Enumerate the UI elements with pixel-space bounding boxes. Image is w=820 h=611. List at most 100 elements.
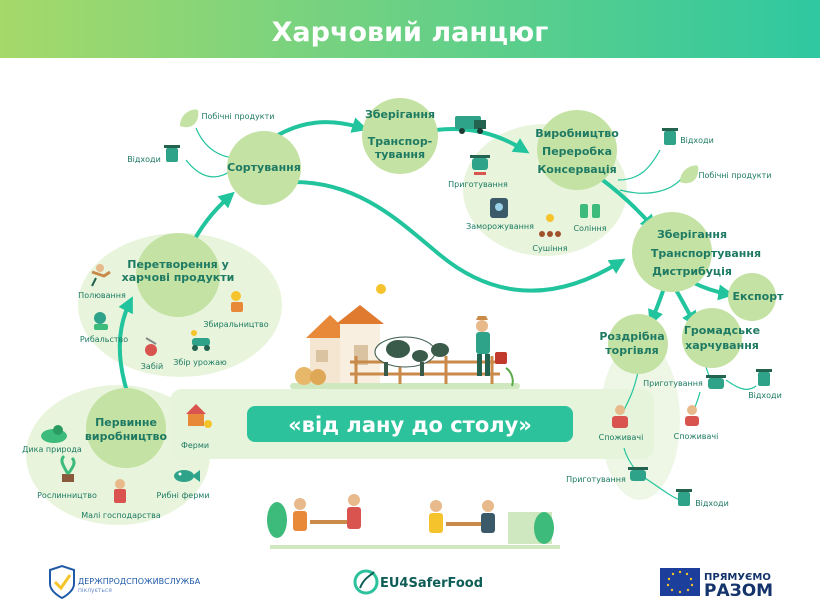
consumer-icon-4 <box>347 494 361 529</box>
arrow-to-export <box>690 280 735 301</box>
plant-growing-icon <box>60 454 76 482</box>
node-sorting-circle <box>227 131 301 205</box>
node-production-line3: Консервація <box>537 163 616 176</box>
shield-check-icon <box>49 564 75 600</box>
connectors <box>185 127 757 501</box>
label-fish-farms: Рибні ферми <box>156 491 209 500</box>
node-primary-circle <box>86 388 166 468</box>
node-storage1-line1: Зберігання <box>365 108 435 121</box>
node-production-line2: Переробка <box>542 145 612 158</box>
node-storage2-circle <box>632 212 712 292</box>
label-waste-2: Відходи <box>680 136 714 145</box>
label-hunting: Полювання <box>78 291 126 300</box>
node-storage1-line2: Транспор- <box>368 135 433 148</box>
node-export-line1: Експорт <box>733 290 785 303</box>
node-export-circle <box>728 273 776 321</box>
label-fishing: Рибальство <box>80 335 128 344</box>
eu4saferfood-logo-icon <box>353 569 379 595</box>
connector-cooking2-waste3 <box>725 379 757 390</box>
truck-icon <box>455 116 486 134</box>
nodes: Первинне виробництво Перетворення у харч… <box>85 98 784 468</box>
slaughter-icon <box>145 337 157 356</box>
node-primary-line2: виробництво <box>85 430 168 443</box>
slogan-pill <box>247 406 573 442</box>
label-salting: Соління <box>573 224 606 233</box>
label-waste-4: Відходи <box>695 499 729 508</box>
node-catering-line2: харчування <box>685 339 759 352</box>
cooking-pot-icon-3 <box>628 467 648 481</box>
arrow-wave-sorting-to-storage2 <box>292 180 626 293</box>
node-processing-line1: Перетворення у <box>127 258 229 271</box>
node-processing-circle <box>136 233 220 317</box>
label-slaughter: Забій <box>141 362 163 371</box>
leaf-icon-1 <box>180 109 199 128</box>
label-cooking-1: Приготування <box>448 180 508 189</box>
connector-cooking3-waste4 <box>641 475 681 501</box>
consumer-icon-5 <box>429 500 443 533</box>
gathering-icon <box>231 291 243 312</box>
sun-icon <box>376 284 386 294</box>
label-gathering: Збиральництво <box>203 320 268 329</box>
footer: ДЕРЖПРОДСПОЖИВСЛУЖБА піклується EU4Safer… <box>0 550 820 611</box>
footer-dps-name: ДЕРЖПРОДСПОЖИВСЛУЖБА <box>78 577 201 586</box>
cow-icon <box>374 336 449 376</box>
node-retail-line2: торгівля <box>605 344 658 357</box>
consumer-icon-2 <box>685 405 699 426</box>
leaf-icon-2 <box>680 165 699 184</box>
waste-bin-icon-1 <box>164 145 180 162</box>
harvest-icon <box>191 330 210 351</box>
consumer-icon-1 <box>612 405 628 428</box>
node-storage1-circle <box>362 98 438 174</box>
node-catering-circle <box>682 308 742 368</box>
label-wild-nature: Дика природа <box>22 445 82 454</box>
drying-icon <box>539 214 561 237</box>
cooking-pot-icon-2 <box>706 375 726 389</box>
farm-illustration <box>290 305 520 389</box>
label-harvest: Збір урожаю <box>173 358 227 367</box>
page-title: Харчовий ланцюг <box>272 17 549 48</box>
node-processing-line2: харчові продукти <box>122 271 235 284</box>
wild-nature-icon <box>41 425 67 443</box>
arrow-primary-to-processing <box>117 296 133 390</box>
fish-farms-icon <box>174 470 200 482</box>
node-production-circle <box>537 110 617 190</box>
label-drying: Сушіння <box>532 244 567 253</box>
label-plant-growing: Рослинництво <box>37 491 97 500</box>
farms-icon <box>186 404 212 428</box>
consumer-icon-6 <box>481 500 495 533</box>
waste-bin-icon-2 <box>662 128 678 145</box>
node-catering-line1: Громадське <box>684 324 760 337</box>
label-small-farms: Малі господарства <box>81 511 161 520</box>
freezing-icon <box>490 198 508 218</box>
arrow-to-retail <box>648 286 666 326</box>
node-storage2-line2: Транспортування <box>651 247 761 260</box>
label-byproducts-2: Побічні продукти <box>699 171 772 180</box>
connector-waste2 <box>617 149 661 181</box>
header-banner <box>0 0 820 58</box>
eu-flag-icon <box>660 568 700 596</box>
fishing-icon <box>94 312 108 330</box>
waste-bin-icon-4 <box>676 489 692 506</box>
consumer-icon-3 <box>293 498 307 531</box>
node-storage2-line3: Дистрибуція <box>652 265 732 278</box>
node-production-line1: Виробництво <box>535 127 619 140</box>
farmer-icon <box>476 316 514 387</box>
label-farms: Ферми <box>181 441 209 450</box>
label-cooking-3: Приготування <box>566 475 626 484</box>
hunting-icon <box>91 264 111 287</box>
cooking-pot-icon-1 <box>470 155 490 175</box>
footer-pr-line2: РАЗОМ <box>704 581 773 601</box>
label-waste-1: Відходи <box>127 155 161 164</box>
waste-bin-icon-3 <box>756 369 772 386</box>
node-primary-line1: Первинне <box>95 416 157 429</box>
label-waste-3: Відходи <box>748 391 782 400</box>
connector-consumers-cooking3 <box>623 447 635 469</box>
label-freezing: Заморожування <box>466 222 534 231</box>
connector-waste1 <box>185 159 233 178</box>
footer-eu4: EU4SaferFood <box>380 576 483 591</box>
connector-retail-consumers <box>623 371 639 411</box>
label-consumers-2: Споживачі <box>674 432 719 441</box>
connector-byproducts2 <box>619 177 683 194</box>
slogan-text: «від лану до столу» <box>288 413 532 437</box>
